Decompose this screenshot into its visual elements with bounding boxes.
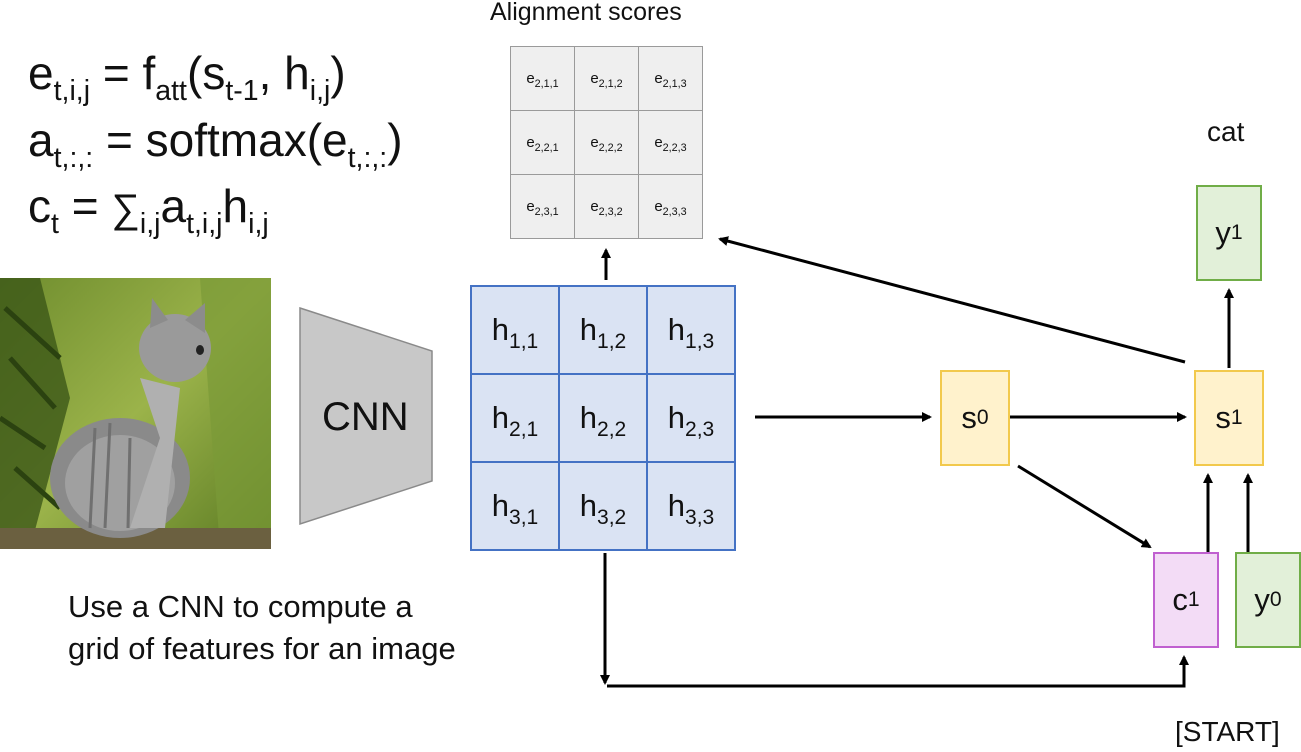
arrow-bottom-to-c1 (607, 655, 1189, 688)
feature-cell: h3,3 (646, 461, 736, 551)
alignment-cell: e2,3,3 (638, 174, 703, 239)
equation-e: et,i,j = fatt(st-1, hi,j) (28, 47, 346, 107)
equation-c: ct = ∑i,jat,i,jhi,j (28, 180, 269, 240)
feature-row: h1,1 h1,2 h1,3 (470, 285, 736, 375)
alignment-cell: e2,1,1 (510, 46, 575, 111)
caption-line: grid of features for an image (68, 630, 456, 666)
feature-cell: h1,2 (558, 285, 648, 375)
cnn-block (299, 306, 433, 526)
alignment-cell: e2,2,1 (510, 110, 575, 175)
arrow-s1-to-scores (718, 236, 1186, 364)
alignment-row: e2,2,1 e2,2,2 e2,2,3 (510, 110, 703, 175)
feature-cell: h3,1 (470, 461, 560, 551)
alignment-grid: e2,1,1 e2,1,2 e2,1,3 e2,2,1 e2,2,2 e2,2,… (510, 46, 703, 239)
feature-cell: h2,1 (470, 373, 560, 463)
feature-row: h2,1 h2,2 h2,3 (470, 373, 736, 463)
alignment-cell: e2,3,1 (510, 174, 575, 239)
caption: Use a CNN to compute a grid of features … (68, 586, 456, 670)
feature-cell: h1,1 (470, 285, 560, 375)
arrow-s0-to-c1 (1017, 464, 1152, 549)
feature-grid: h1,1 h1,2 h1,3 h2,1 h2,2 h2,3 h3,1 h3,2 … (470, 285, 736, 551)
alignment-cell: e2,2,3 (638, 110, 703, 175)
equation-a: at,:,: = softmax(et,:,:) (28, 114, 403, 174)
alignment-title: Alignment scores (490, 0, 682, 26)
cat-photo (0, 278, 271, 549)
feature-row: h3,1 h3,2 h3,3 (470, 461, 736, 551)
alignment-cell: e2,1,3 (638, 46, 703, 111)
feature-cell: h2,2 (558, 373, 648, 463)
feature-cell: h3,2 (558, 461, 648, 551)
start-token-label: [START] (1175, 716, 1280, 747)
alignment-row: e2,1,1 e2,1,2 e2,1,3 (510, 46, 703, 111)
output-word-label: cat (1207, 116, 1245, 147)
feature-cell: h2,3 (646, 373, 736, 463)
alignment-row: e2,3,1 e2,3,2 e2,3,3 (510, 174, 703, 239)
feature-cell: h1,3 (646, 285, 736, 375)
cnn-label: CNN (322, 395, 409, 439)
caption-line: Use a CNN to compute a (68, 589, 413, 624)
